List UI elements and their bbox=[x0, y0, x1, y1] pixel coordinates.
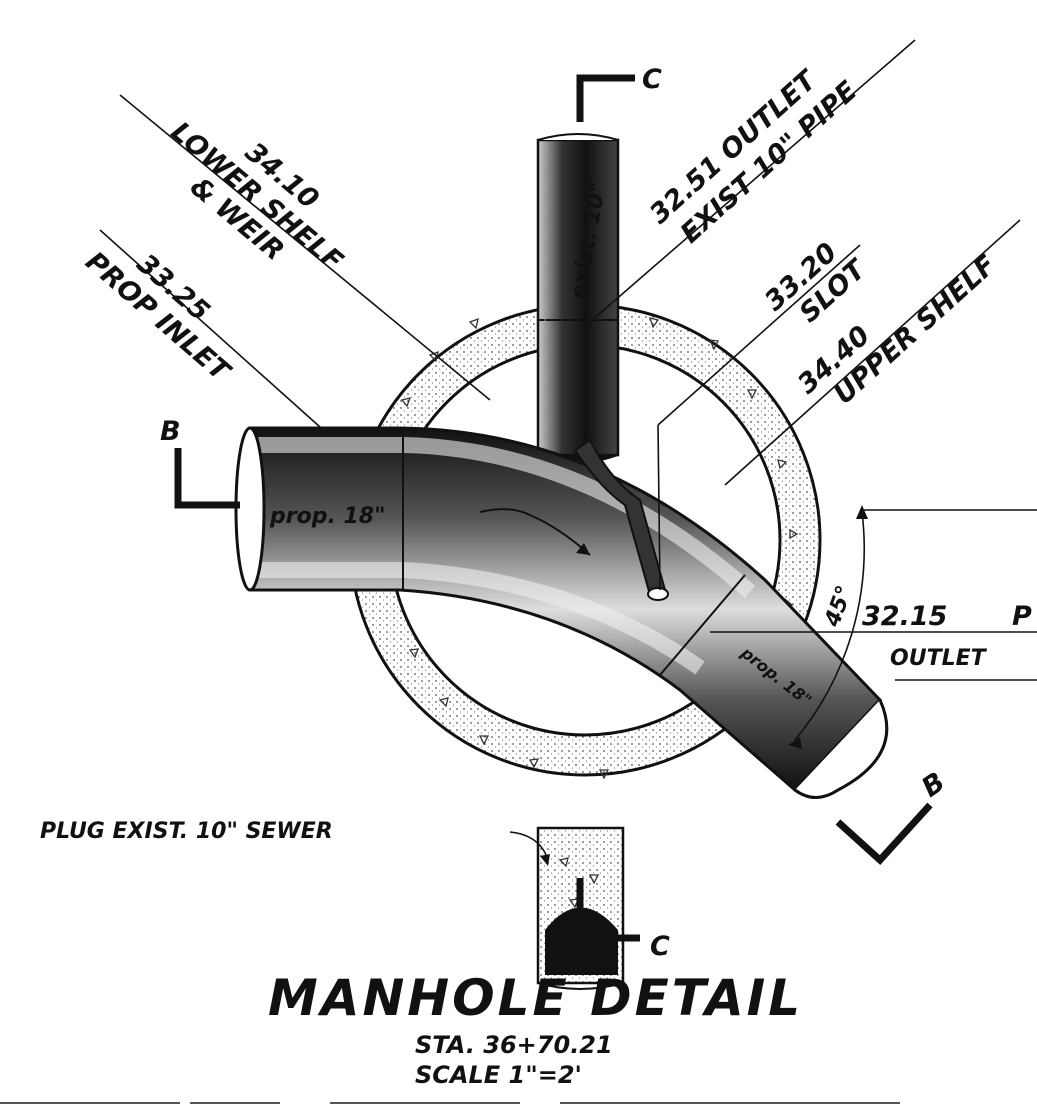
leader-lines bbox=[99, 39, 1037, 741]
inlet-pipe-label: prop. 18" bbox=[269, 504, 386, 529]
scale-label: SCALE 1"=2' bbox=[415, 1061, 582, 1089]
title-block: MANHOLE DETAIL STA. 36+70.21 SCALE 1"=2' bbox=[268, 969, 803, 1089]
existing-10in-pipe: exist. 10" bbox=[536, 133, 620, 464]
prop-outlet-description: OUTLET bbox=[890, 646, 988, 671]
section-c-top-marker bbox=[576, 74, 635, 122]
aggregate-marks bbox=[378, 317, 799, 780]
station-label: STA. 36+70.21 bbox=[415, 1031, 613, 1059]
prop-outlet-elevation: 32.15 bbox=[862, 601, 947, 632]
section-b-left-marker bbox=[174, 448, 240, 509]
section-c-bottom-marker bbox=[576, 878, 640, 942]
section-b-left-label: B bbox=[160, 416, 181, 447]
proposed-18in-pipe: prop. 18" prop. 18" bbox=[234, 426, 889, 799]
section-b-right-marker bbox=[835, 802, 933, 865]
plug-note: PLUG EXIST. 10" SEWER bbox=[40, 819, 333, 844]
section-c-top-label: C bbox=[642, 64, 662, 95]
section-b-right-label: B bbox=[916, 767, 951, 804]
slot-channel bbox=[573, 438, 669, 601]
prop-outlet-prefix: P bbox=[1012, 601, 1032, 632]
angle-label: 45° bbox=[820, 582, 858, 631]
section-c-bottom-label: C bbox=[650, 931, 670, 962]
drawing-title: MANHOLE DETAIL bbox=[268, 969, 803, 1027]
